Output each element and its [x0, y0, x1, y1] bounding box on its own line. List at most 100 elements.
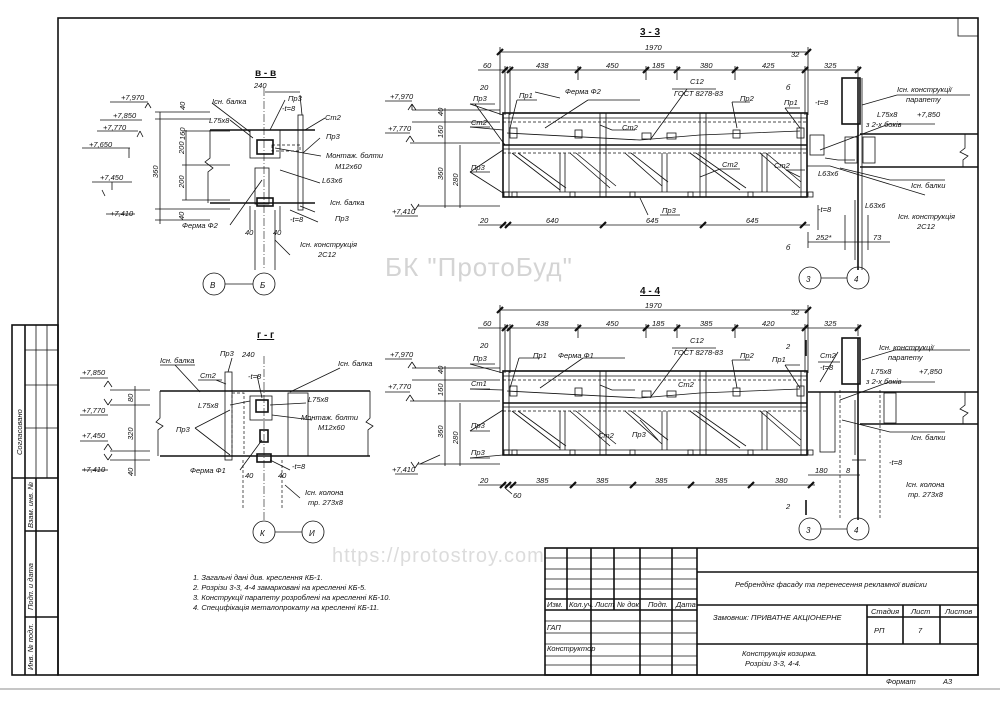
- section-33: 3 - 3 1970 60 438 450 185 380 425 32 325…: [469, 27, 978, 290]
- elevations-33: +7,970 +7,770 +7,410 40 160 360 280: [385, 92, 500, 217]
- s33-labels-21-text: Існ. балки: [911, 181, 946, 190]
- elev_33-elev-1-text: +7,770: [388, 124, 412, 133]
- elev_44-dims-1-text: 160: [436, 383, 445, 396]
- sec_bb-labels-9-text: Існ. балка: [330, 198, 364, 207]
- sec_bb-elev-0-text: +7,970: [121, 93, 145, 102]
- elev_33-dims-0-text: 40: [436, 107, 445, 116]
- s33-labels-12-text: Ст2: [774, 161, 791, 170]
- section-bb: в - в +7,970 +7,850 +7,770 +7,650 +7,450…: [82, 68, 384, 296]
- drawing-title-2: Розрізи 3-3, 4-4.: [745, 659, 801, 668]
- s44-labels-0-text: Пр3: [473, 354, 488, 363]
- s33-markers-1-text: 4: [854, 275, 859, 284]
- general-notes: 1. Загальні дані див. креслення КБ-1. 2.…: [192, 573, 391, 612]
- title_block-stage_headers-1-text: Лист: [910, 607, 930, 616]
- s33-bottom_dims-3-text: 645: [746, 216, 759, 225]
- sec_bb-labels-8-text: L63x6: [322, 176, 343, 185]
- elev_33-dims-1-text: 160: [436, 125, 445, 138]
- sec_bb-labels-6-text: Монтаж. болти: [326, 151, 384, 160]
- sec_gg-labels-12-text: Існ. колона: [305, 488, 343, 497]
- s33-top_dims-8-text: 325: [824, 61, 837, 70]
- watermark-company: БК "ПротоБуд": [385, 252, 573, 282]
- s33-top_dims-4-text: 185: [652, 61, 665, 70]
- watermark-url: https://protostroy.com: [332, 545, 545, 567]
- elevations-44: +7,970 +7,770 +7,410 40 160 360 280: [385, 350, 500, 475]
- elev_44-dims-2-text: 360: [436, 425, 445, 438]
- s44-top_dims-2-text: 438: [536, 319, 549, 328]
- sec_gg-labels-10-text: Ферма Ф1: [190, 466, 226, 475]
- sec_bb-elev-3-text: +7,650: [89, 140, 113, 149]
- elev_44-elev-1-text: +7,770: [388, 382, 412, 391]
- sec_gg-dims-3-text: 240: [241, 350, 255, 359]
- sec_bb-labels-14-text: 2С12: [317, 250, 337, 259]
- section-44: 4 - 4 1970 60 438 450 185 385 420 32 325…: [419, 286, 978, 541]
- s44-labels-18-text: L75x8: [871, 367, 892, 376]
- title_block-format_label-text: Формат: [886, 677, 916, 686]
- s33-labels-8-text: -t=8: [815, 98, 829, 107]
- sec_gg-labels-5-text: L75x8: [198, 401, 219, 410]
- sec_bb-dims-5-text: 40: [177, 211, 186, 220]
- approval-stamp: Согласовано Взам. инв. № Подп. и дата Ин…: [11, 324, 59, 676]
- s33-labels-19-text: з 2-х боків: [865, 120, 902, 129]
- s33-labels-16-text: Існ. конструкції: [897, 85, 953, 94]
- sec_gg-dims-2-text: 40: [126, 467, 135, 476]
- sec_bb-labels-0-text: Існ. балка: [212, 97, 246, 106]
- s33-labels-26-text: б: [786, 243, 791, 252]
- s44-labels-4-text: ГОСТ 8278-83: [674, 348, 724, 357]
- elev_44-dims-0-text: 40: [436, 365, 445, 374]
- sec_gg-dims-0-text: 80: [126, 393, 135, 402]
- section-33-title: 3 - 3: [640, 27, 660, 38]
- s33-labels-9-text: Ст2: [471, 118, 488, 127]
- s33-labels-25-text: 2С12: [916, 222, 936, 231]
- s33-labels-13-text: Пр3: [471, 163, 486, 172]
- title_block-headers-1-text: Кол.уч.: [569, 600, 593, 609]
- customer: Замовник: ПРИВАТНЕ АКЦІОНЕРНЕ: [713, 613, 843, 622]
- s33-top_dims-1-text: 60: [483, 61, 492, 70]
- sec_gg-labels-13-text: тр. 273x8: [308, 498, 344, 507]
- title_block-roles-1-text: Конструктор: [547, 644, 595, 653]
- s44-bottom_dims-0-text: 20: [479, 476, 489, 485]
- s33-labels-20-text: +7,850: [917, 110, 941, 119]
- elev_44-elev-0-text: +7,970: [390, 350, 414, 359]
- s44-bottom_dims-1-text: 385: [536, 476, 549, 485]
- sec_gg-labels-11-text: -t=8: [292, 462, 306, 471]
- section-bb-title: в - в: [255, 68, 276, 79]
- s44-labels-20-text: +7,850: [919, 367, 943, 376]
- s44-labels-7-text: 2: [785, 342, 791, 351]
- s33-top_dims-5-text: 380: [700, 61, 713, 70]
- s33-bottom_dims-4-text: 252*: [815, 233, 833, 242]
- sec_bb-dims-7-text: 40: [245, 228, 254, 237]
- stamp-agreed: Согласовано: [15, 409, 24, 455]
- sec_bb-elev-2-text: +7,770: [103, 123, 127, 132]
- s44-bottom_dims-5-text: 380: [775, 476, 788, 485]
- s44-top_dims-4-text: 185: [652, 319, 665, 328]
- title_block-headers-4-text: Подп.: [648, 600, 668, 609]
- s33-labels-6-text: Пр1: [784, 98, 798, 107]
- title_block-headers-3-text: № док.: [617, 600, 641, 609]
- s33-labels-1-text: Пр1: [519, 91, 533, 100]
- s44-top_dims-0-text: 1970: [645, 301, 663, 310]
- sec_bb-dims-4-text: 200: [177, 175, 186, 189]
- s33-labels-2-text: Ферма Ф2: [565, 87, 602, 96]
- title_block-headers-0-text: Изм.: [547, 600, 563, 609]
- s33-labels-17-text: парапету: [906, 95, 942, 104]
- s44-labels-16-text: Існ. конструкції: [879, 343, 935, 352]
- s44-labels-10-text: Ст1: [471, 379, 487, 388]
- s44-top_dims-3-text: 450: [606, 319, 619, 328]
- s44-labels-2-text: Ферма Ф1: [558, 351, 594, 360]
- sec_bb-labels-13-text: Існ. конструкція: [300, 240, 357, 249]
- s44-bottom_dims-7-text: 180: [815, 466, 828, 475]
- s44-labels-3-text: С12: [690, 336, 705, 345]
- elev_33-dims-2-text: 360: [436, 167, 445, 180]
- stamp-replaced-inv: Взам. инв. №: [26, 482, 35, 528]
- s33-bottom_dims-0-text: 20: [479, 216, 489, 225]
- sec_bb-labels-11-text: -t=8: [290, 215, 304, 224]
- note-1: 1. Загальні дані див. креслення КБ-1.: [193, 573, 323, 582]
- s44-labels-19-text: з 2-х боків: [865, 377, 902, 386]
- sec_bb-elev-4-text: +7,450: [100, 173, 124, 182]
- s44-top_dims-9-text: 20: [479, 341, 489, 350]
- sec_bb-dims-2-text: 200: [177, 141, 186, 155]
- sec_gg-labels-8-text: Монтаж. болти: [301, 413, 359, 422]
- sec_bb-markers-0-text: В: [210, 281, 216, 290]
- s33-labels-4-text: ГОСТ 8278-83: [674, 89, 724, 98]
- s33-markers-0-text: 3: [806, 275, 811, 284]
